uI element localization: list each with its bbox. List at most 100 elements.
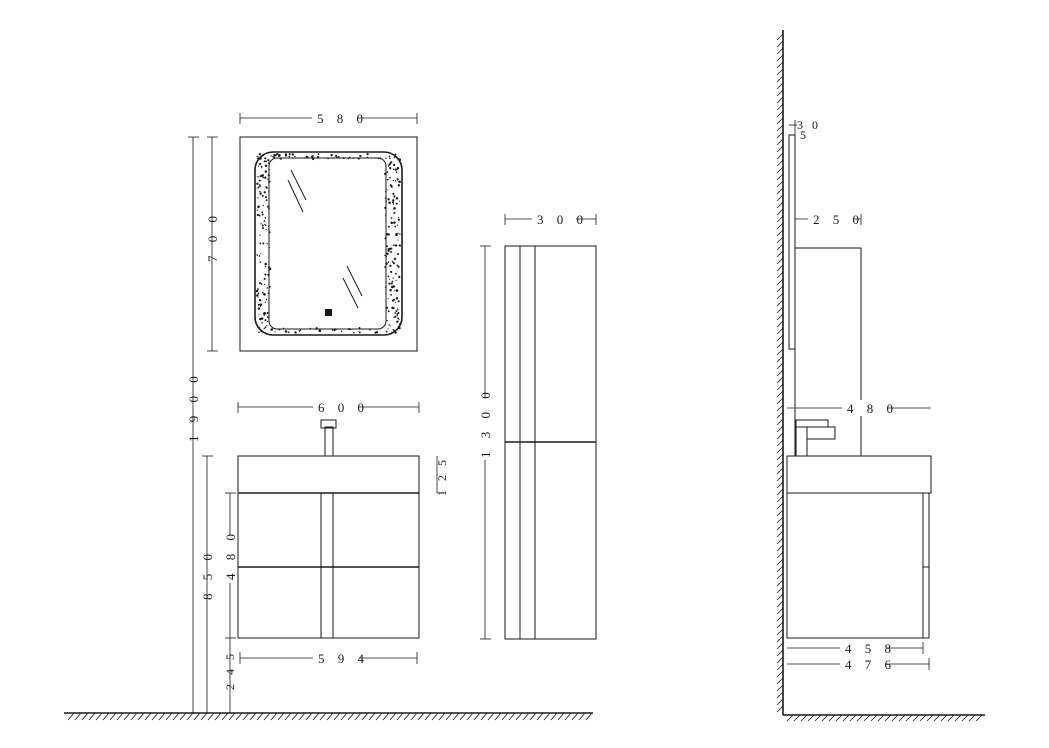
led-speck — [398, 180, 401, 184]
hatch-line — [354, 712, 362, 721]
hatch-line — [776, 68, 784, 76]
led-speck — [262, 331, 264, 333]
hatch-line — [312, 712, 320, 721]
hatch-line — [375, 712, 383, 721]
led-speck — [392, 179, 395, 182]
led-speck — [265, 298, 268, 300]
hatch-line — [776, 628, 784, 636]
hatch-line — [776, 390, 784, 398]
led-speck — [384, 254, 386, 257]
led-speck — [393, 207, 396, 210]
hatch-line — [776, 537, 784, 545]
led-speck — [395, 171, 398, 173]
hatch-line — [776, 593, 784, 601]
hatch-line — [508, 712, 516, 721]
led-speck — [390, 282, 393, 285]
hatch-line — [571, 712, 579, 721]
led-speck — [392, 262, 395, 265]
dim-cabinet-depth: 4 5 8 — [787, 640, 924, 656]
basin-width-label: 6 0 0 — [318, 400, 369, 415]
led-speck — [260, 166, 263, 168]
led-speck — [257, 205, 260, 208]
basin-depth-label: 4 8 0 — [847, 401, 898, 416]
led-speck — [395, 289, 399, 292]
hatch-line — [389, 712, 397, 721]
tall-depth-label: 2 5 0 — [813, 212, 864, 227]
hatch-line — [417, 712, 425, 721]
hatch-line — [466, 712, 474, 721]
led-speck — [387, 233, 390, 236]
hatch-line — [186, 712, 194, 721]
hatch-line — [277, 712, 285, 721]
hatch-line — [776, 201, 784, 209]
led-speck — [263, 160, 266, 163]
led-speck — [260, 283, 263, 285]
led-speck — [259, 303, 263, 306]
led-speck — [258, 214, 260, 216]
hatch-line — [536, 712, 544, 721]
led-speck — [396, 252, 400, 256]
led-speck — [267, 162, 270, 165]
hatch-line — [585, 712, 593, 721]
hatch-line — [776, 453, 784, 461]
led-speck — [387, 275, 390, 278]
led-speck — [386, 200, 388, 202]
hatch-line — [786, 714, 794, 722]
led-speck — [392, 277, 394, 279]
hatch-line — [263, 712, 271, 721]
hatch-line — [863, 714, 871, 722]
led-speck — [384, 286, 387, 288]
dim-tall-height: 1 3 0 0 — [478, 245, 493, 640]
hatch-line — [445, 712, 453, 721]
led-speck — [385, 215, 387, 217]
led-speck — [389, 278, 391, 281]
led-speck — [393, 257, 397, 260]
hatch-line — [776, 313, 784, 321]
led-speck — [396, 224, 399, 226]
hatch-line — [776, 145, 784, 153]
led-speck — [261, 224, 264, 227]
led-speck — [386, 178, 389, 181]
led-speck — [393, 196, 395, 198]
hatch-line — [776, 635, 784, 643]
led-speck — [257, 303, 260, 306]
hatch-line — [228, 712, 236, 721]
led-speck — [396, 314, 398, 317]
hatch-line — [776, 502, 784, 510]
led-speck — [268, 231, 271, 234]
led-speck — [385, 330, 388, 333]
led-speck — [366, 156, 369, 159]
led-speck — [256, 294, 259, 297]
hatch-line — [242, 712, 250, 721]
dim-tall-depth: 2 5 0 — [795, 211, 864, 227]
led-speck — [392, 203, 394, 205]
hatch-line — [501, 712, 509, 721]
hatch-line — [776, 257, 784, 265]
led-speck — [261, 322, 263, 324]
hatch-line — [256, 712, 264, 721]
led-speck — [259, 190, 261, 193]
hatch-line — [891, 714, 899, 722]
hatch-line — [968, 714, 976, 722]
hatch-line — [776, 61, 784, 69]
led-speck — [388, 201, 391, 205]
led-speck — [349, 328, 352, 331]
hatch-line — [828, 714, 836, 722]
led-speck — [388, 282, 391, 285]
led-speck — [394, 180, 397, 182]
hatch-line — [776, 656, 784, 664]
led-speck — [257, 296, 259, 298]
led-speck — [265, 199, 268, 202]
led-speck — [391, 280, 394, 283]
led-speck — [267, 292, 270, 295]
hatch-line — [776, 558, 784, 566]
hatch-line — [776, 439, 784, 447]
hatch-line — [776, 670, 784, 678]
hatch-line — [807, 714, 815, 722]
led-speck — [263, 313, 266, 316]
dim-overall-depth: 4 7 6 — [787, 656, 930, 672]
hatch-line — [905, 714, 913, 722]
hatch-line — [884, 714, 892, 722]
mirror-width-label: 5 8 0 — [317, 111, 368, 126]
hatch-line — [776, 243, 784, 251]
